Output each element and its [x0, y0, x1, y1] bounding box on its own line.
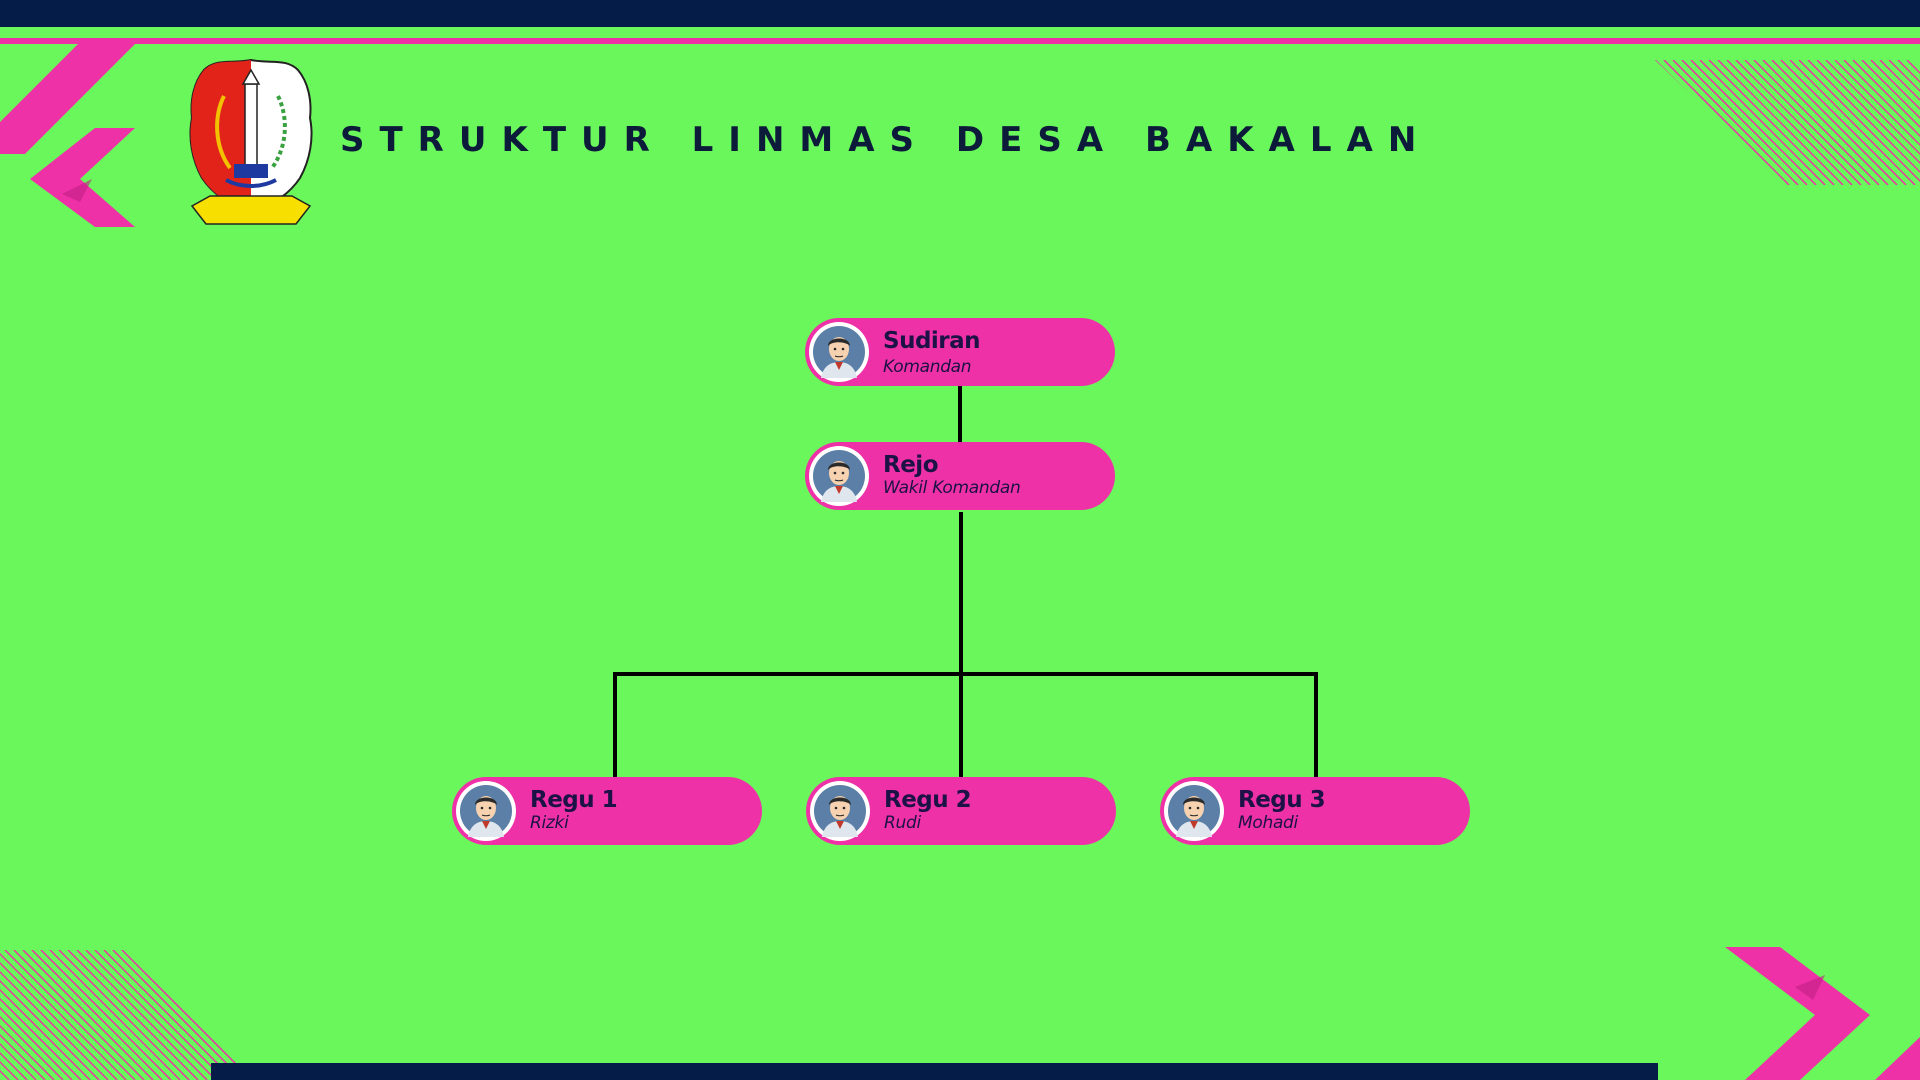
node-role: Wakil Komandan	[883, 478, 1021, 498]
person-avatar-icon	[810, 781, 870, 841]
chevron-right-decoration	[1725, 947, 1920, 1080]
person-avatar-icon	[1164, 781, 1224, 841]
org-node-commander: Sudiran Komandan	[805, 318, 1115, 386]
bottom-bar	[211, 1063, 1658, 1080]
node-role: Rizki	[530, 813, 569, 833]
node-name: Regu 1	[530, 787, 618, 813]
hatch-top-right-decoration	[1655, 60, 1920, 185]
top-stripe	[0, 38, 1920, 44]
chevron-left-decoration	[0, 44, 135, 227]
node-name: Regu 3	[1238, 787, 1326, 813]
node-name: Regu 2	[884, 787, 972, 813]
org-node-vice: Rejo Wakil Komandan	[805, 442, 1115, 510]
top-bar	[0, 0, 1920, 27]
person-avatar-icon	[809, 446, 869, 506]
org-node-regu2: Regu 2 Rudi	[806, 777, 1116, 845]
node-name: Rejo	[883, 452, 939, 478]
regency-coat-of-arms-icon	[189, 58, 313, 225]
org-node-regu3: Regu 3 Mohadi	[1160, 777, 1470, 845]
org-node-regu1: Regu 1 Rizki	[452, 777, 762, 845]
person-avatar-icon	[456, 781, 516, 841]
page-title: STRUKTUR LINMAS DESA BAKALAN	[340, 120, 1432, 160]
node-role: Mohadi	[1238, 813, 1298, 833]
node-role: Rudi	[884, 813, 921, 833]
node-name: Sudiran	[883, 328, 981, 354]
node-role: Komandan	[883, 357, 972, 377]
hatch-bottom-left-decoration	[0, 950, 253, 1080]
person-avatar-icon	[809, 322, 869, 382]
